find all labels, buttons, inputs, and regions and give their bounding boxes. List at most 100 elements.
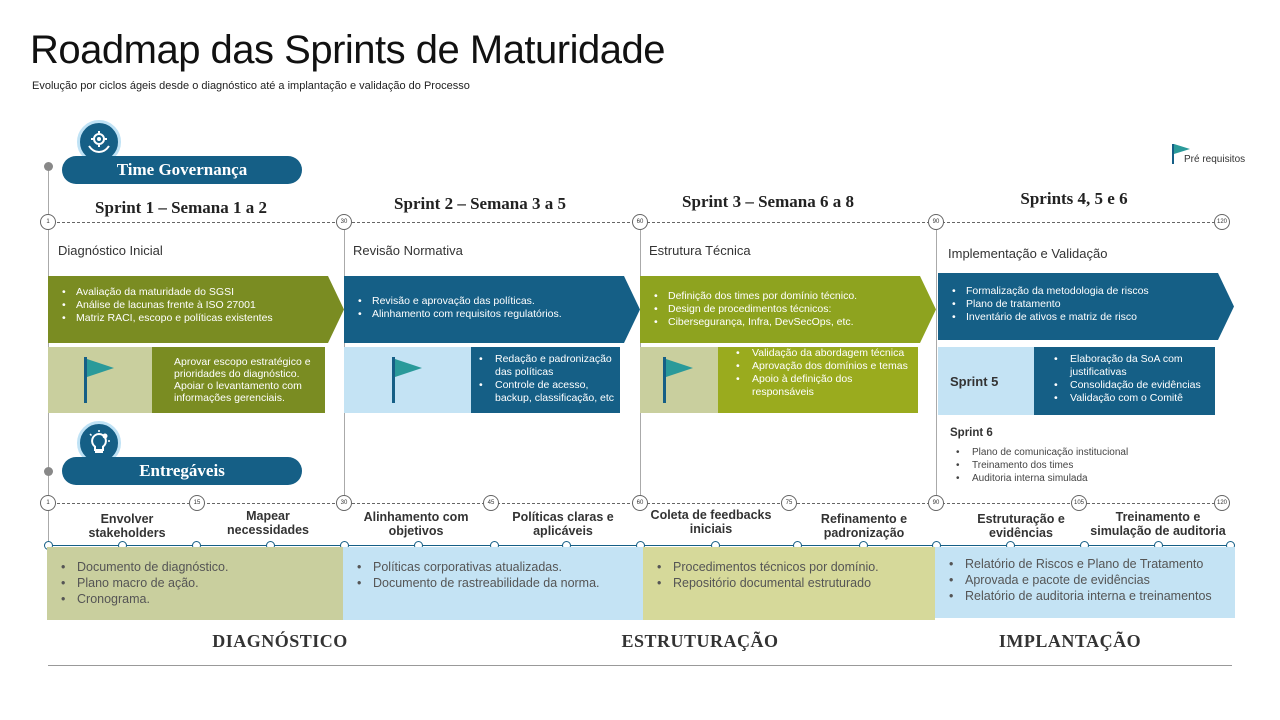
sprint-3-subtitle: Estrutura Técnica — [649, 243, 751, 258]
deliverable-label: Alinhamento com objetivos — [363, 510, 469, 538]
phase-label: ESTRUTURAÇÃO — [621, 631, 779, 651]
deliverable-card-2: Políticas corporativas atualizadas. Docu… — [343, 547, 643, 620]
bottom-marker-1: 1 — [40, 495, 56, 511]
sprint-1-prereq: Aprovar escopo estratégico e prioridades… — [152, 347, 325, 413]
deliverable-label: Políticas claras e aplicáveis — [512, 510, 614, 538]
bottom-marker-45: 45 — [483, 495, 499, 511]
deliverable-card-3: Procedimentos técnicos por domínio. Repo… — [643, 547, 935, 620]
sprint-6-label: Sprint 6 — [950, 427, 993, 439]
page-title: Roadmap das Sprints de Maturidade — [30, 28, 665, 72]
timeline-dot-top — [44, 162, 53, 171]
bottom-marker-75: 75 — [781, 495, 797, 511]
activity-item: Revisão e aprovação das políticas. — [354, 295, 640, 308]
timeline-dot-mid — [44, 467, 53, 476]
phase-label: IMPLANTAÇÃO — [998, 631, 1142, 651]
card-item: Repositório documental estruturado — [653, 575, 935, 591]
sprint-3-activities: Definição dos times por domínio técnico.… — [640, 276, 936, 343]
deliverable-label: Treinamento e simulação de auditoria — [1090, 510, 1226, 538]
sprint-2-prereq: Redação e padronização das políticas Con… — [471, 347, 620, 413]
activity-item: Cibersegurança, Infra, DevSecOps, etc. — [650, 316, 936, 329]
sprint-2-flag-box — [344, 347, 471, 413]
legend: Pré requisitos — [1170, 142, 1245, 166]
top-marker-60: 60 — [632, 214, 648, 230]
prereq-item: Consolidação de evidências — [1050, 379, 1211, 392]
activity-item: Avaliação da maturidade do SGSI — [58, 286, 344, 299]
card-item: Documento de diagnóstico. — [57, 559, 343, 575]
card-item: Políticas corporativas atualizadas. — [353, 559, 643, 575]
sprint-4-title: Sprints 4, 5 e 6 — [1020, 189, 1128, 208]
prereq-item: Elaboração da SoA com justificativas — [1050, 353, 1211, 379]
prereq-item: Aprovação dos domínios e temas — [732, 360, 914, 373]
bottom-marker-90: 90 — [928, 495, 944, 511]
flag-icon — [663, 357, 693, 403]
top-marker-120: 120 — [1214, 214, 1230, 230]
governance-label: Time Governança — [62, 156, 302, 184]
card-item: Cronograma. — [57, 591, 343, 607]
sprint-1-flag-box — [48, 347, 152, 413]
bottom-marker-60: 60 — [632, 495, 648, 511]
sprint-5-label: Sprint 5 — [950, 373, 999, 389]
prereq-item: Validação com o Comitê — [1050, 392, 1211, 405]
activity-item: Plano de tratamento — [948, 298, 1234, 311]
page-subtitle: Evolução por ciclos ágeis desde o diagnó… — [32, 80, 470, 92]
flag-icon — [84, 357, 114, 403]
card-item: Aprovada e pacote de evidências — [945, 572, 1235, 588]
sprint-5-label-box: Sprint 5 — [938, 347, 1034, 415]
card-item: Procedimentos técnicos por domínio. — [653, 559, 935, 575]
prereq-item: Controle de acesso, backup, classificaçã… — [475, 379, 616, 405]
deliverable-label: Estruturação e evidências — [977, 512, 1065, 540]
sprint-1-activities: Avaliação da maturidade do SGSI Análise … — [48, 276, 344, 343]
deliverable-label: Mapear necessidades — [227, 509, 309, 537]
sprint-4-subtitle: Implementação e Validação — [948, 246, 1108, 261]
card-item: Relatório de Riscos e Plano de Tratament… — [945, 556, 1235, 572]
card-item: Documento de rastreabilidade da norma. — [353, 575, 643, 591]
sprint-1-subtitle: Diagnóstico Inicial — [58, 243, 163, 258]
sprint-3-title: Sprint 3 – Semana 6 a 8 — [682, 192, 854, 211]
legend-label: Pré requisitos — [1184, 153, 1246, 165]
card-item: Relatório de auditoria interna e treinam… — [945, 588, 1235, 604]
sprint-2-subtitle: Revisão Normativa — [353, 243, 463, 258]
bottom-marker-30: 30 — [336, 495, 352, 511]
sprint-5-prereq: Elaboração da SoA com justificativas Con… — [1034, 347, 1215, 415]
bottom-divider — [48, 665, 1232, 666]
column-separator-3 — [936, 230, 937, 500]
activity-item: Alinhamento com requisitos regulatórios. — [354, 308, 640, 321]
activity-item: Formalização da metodologia de riscos — [948, 285, 1234, 298]
bottom-marker-15: 15 — [189, 495, 205, 511]
sprint-6-item: Treinamento dos times — [952, 459, 1224, 472]
flag-icon — [391, 357, 422, 403]
deliverables-label: Entregáveis — [62, 457, 302, 485]
prereq-text: Aprovar escopo estratégico e prioridades… — [174, 356, 311, 404]
activity-item: Matriz RACI, escopo e políticas existent… — [58, 312, 344, 325]
prereq-item: Apoio à definição dos responsáveis — [732, 373, 914, 399]
sprint-4-activities: Formalização da metodologia de riscos Pl… — [938, 273, 1234, 340]
sprint-2-title: Sprint 2 – Semana 3 a 5 — [394, 194, 566, 213]
deliverable-label: Refinamento e padronização — [820, 512, 908, 540]
phase-label: DIAGNÓSTICO — [212, 631, 348, 651]
activity-item: Design de procedimentos técnicos: — [650, 303, 936, 316]
activity-item: Definição dos times por domínio técnico. — [650, 290, 936, 303]
bulb-gear-icon — [89, 430, 110, 453]
top-marker-1: 1 — [40, 214, 56, 230]
gear-hands-icon — [88, 131, 110, 154]
sprint-3-flag-box — [640, 347, 718, 413]
top-marker-30: 30 — [336, 214, 352, 230]
activity-item: Inventário de ativos e matriz de risco — [948, 311, 1234, 324]
activity-item: Análise de lacunas frente à ISO 27001 — [58, 299, 344, 312]
sprint-1-title: Sprint 1 – Semana 1 a 2 — [95, 198, 267, 217]
deliverable-label: Envolver stakeholders — [88, 512, 166, 540]
flag-icon — [1172, 144, 1190, 164]
sprint-3-prereq: Validação da abordagem técnica Aprovação… — [718, 347, 918, 413]
prereq-item: Validação da abordagem técnica — [732, 347, 914, 360]
deliverable-label: Coleta de feedbacks iniciais — [650, 508, 772, 536]
sprint-2-activities: Revisão e aprovação das políticas. Alinh… — [344, 276, 640, 343]
sprint-6-item: Auditoria interna simulada — [952, 472, 1224, 485]
deliverable-card-1: Documento de diagnóstico. Plano macro de… — [47, 547, 343, 620]
card-item: Plano macro de ação. — [57, 575, 343, 591]
bottom-marker-120: 120 — [1214, 495, 1230, 511]
deliverable-card-4: Relatório de Riscos e Plano de Tratament… — [935, 547, 1235, 618]
prereq-item: Redação e padronização das políticas — [475, 353, 616, 379]
sprint-6-list: Plano de comunicação institucional Trein… — [944, 442, 1224, 485]
bottom-marker-105: 105 — [1071, 495, 1087, 511]
sprint-6-item: Plano de comunicação institucional — [952, 446, 1224, 459]
